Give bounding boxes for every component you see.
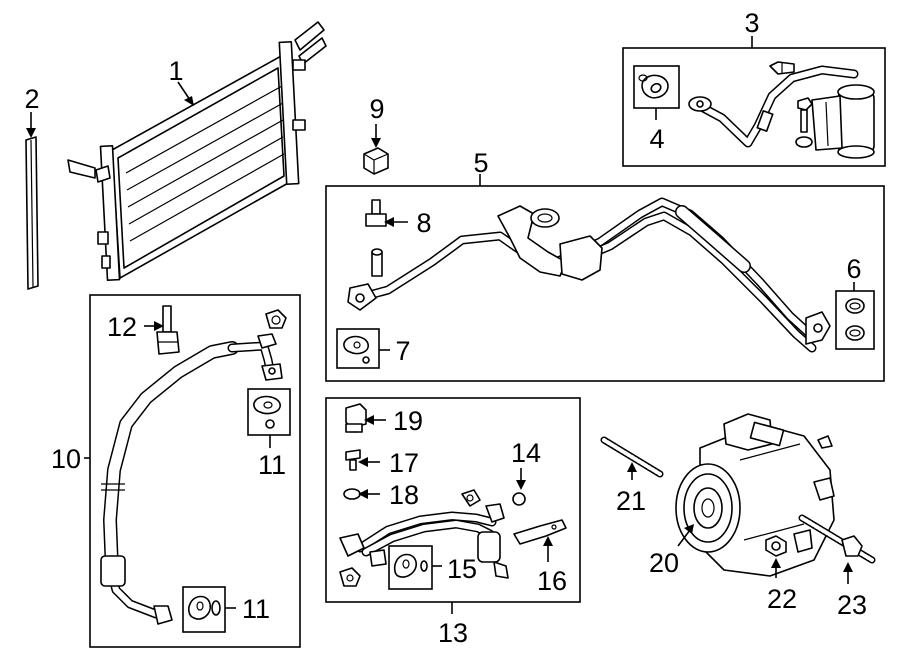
callout-11-upper: 11 xyxy=(258,450,286,480)
compressor-part-20 xyxy=(675,413,835,577)
callout-10: 10 xyxy=(51,444,81,474)
frame-group-13 xyxy=(325,397,581,603)
valve-core-part-8 xyxy=(365,199,387,227)
bolt-part-23 xyxy=(798,514,876,564)
pressure-switch-part-12 xyxy=(156,305,180,355)
callout-11-lower: 11 xyxy=(242,594,270,624)
suction-line-part-5 xyxy=(347,197,831,353)
bracket-part-16 xyxy=(513,519,567,545)
callout-1: 1 xyxy=(168,56,183,86)
oring-kit-11-lower xyxy=(182,586,226,633)
callout-15: 15 xyxy=(447,554,477,584)
callout-14: 14 xyxy=(511,438,541,468)
oring-kit-6 xyxy=(835,290,875,350)
callout-2: 2 xyxy=(24,84,39,114)
nut-part-22 xyxy=(765,535,787,557)
callout-6: 6 xyxy=(846,254,861,284)
callout-8: 8 xyxy=(416,208,431,238)
callout-17: 17 xyxy=(389,448,419,478)
callout-16: 16 xyxy=(537,566,567,596)
seal-strip-part xyxy=(25,136,39,290)
callout-9: 9 xyxy=(369,94,384,124)
condenser-part xyxy=(67,21,327,282)
cap-part-9 xyxy=(363,147,389,175)
valve-core-part-17 xyxy=(345,449,361,471)
switch-part-19 xyxy=(345,403,367,433)
callout-4: 4 xyxy=(649,124,664,154)
frame-group-5 xyxy=(325,185,885,382)
callout-21: 21 xyxy=(616,486,646,516)
gasket-kit-15 xyxy=(388,545,433,590)
oring-kit-4 xyxy=(633,65,680,109)
callout-labels: 1 2 3 4 5 6 7 8 9 10 11 11 12 13 14 15 1… xyxy=(24,8,867,648)
callout-7: 7 xyxy=(395,336,410,366)
stud-part-21 xyxy=(600,436,664,478)
gasket-kit-7 xyxy=(336,328,380,369)
oring-kit-11-upper xyxy=(247,388,291,436)
callout-23: 23 xyxy=(837,590,867,620)
callout-13: 13 xyxy=(438,618,468,648)
callout-3: 3 xyxy=(744,8,759,38)
discharge-hose-part-10 xyxy=(100,309,287,625)
callout-19: 19 xyxy=(393,406,423,436)
receiver-drier-part xyxy=(688,61,875,159)
callout-12: 12 xyxy=(107,312,137,342)
oring-part-18 xyxy=(343,488,361,500)
callout-20: 20 xyxy=(649,548,679,578)
callout-5: 5 xyxy=(473,148,488,178)
oring-part-14 xyxy=(512,492,526,506)
liquid-line-part-13 xyxy=(339,489,509,587)
frame-group-10 xyxy=(89,294,301,648)
frame-group-3 xyxy=(622,47,886,167)
callout-22: 22 xyxy=(767,584,797,614)
leader-lines xyxy=(26,36,855,614)
callout-18: 18 xyxy=(389,480,419,510)
